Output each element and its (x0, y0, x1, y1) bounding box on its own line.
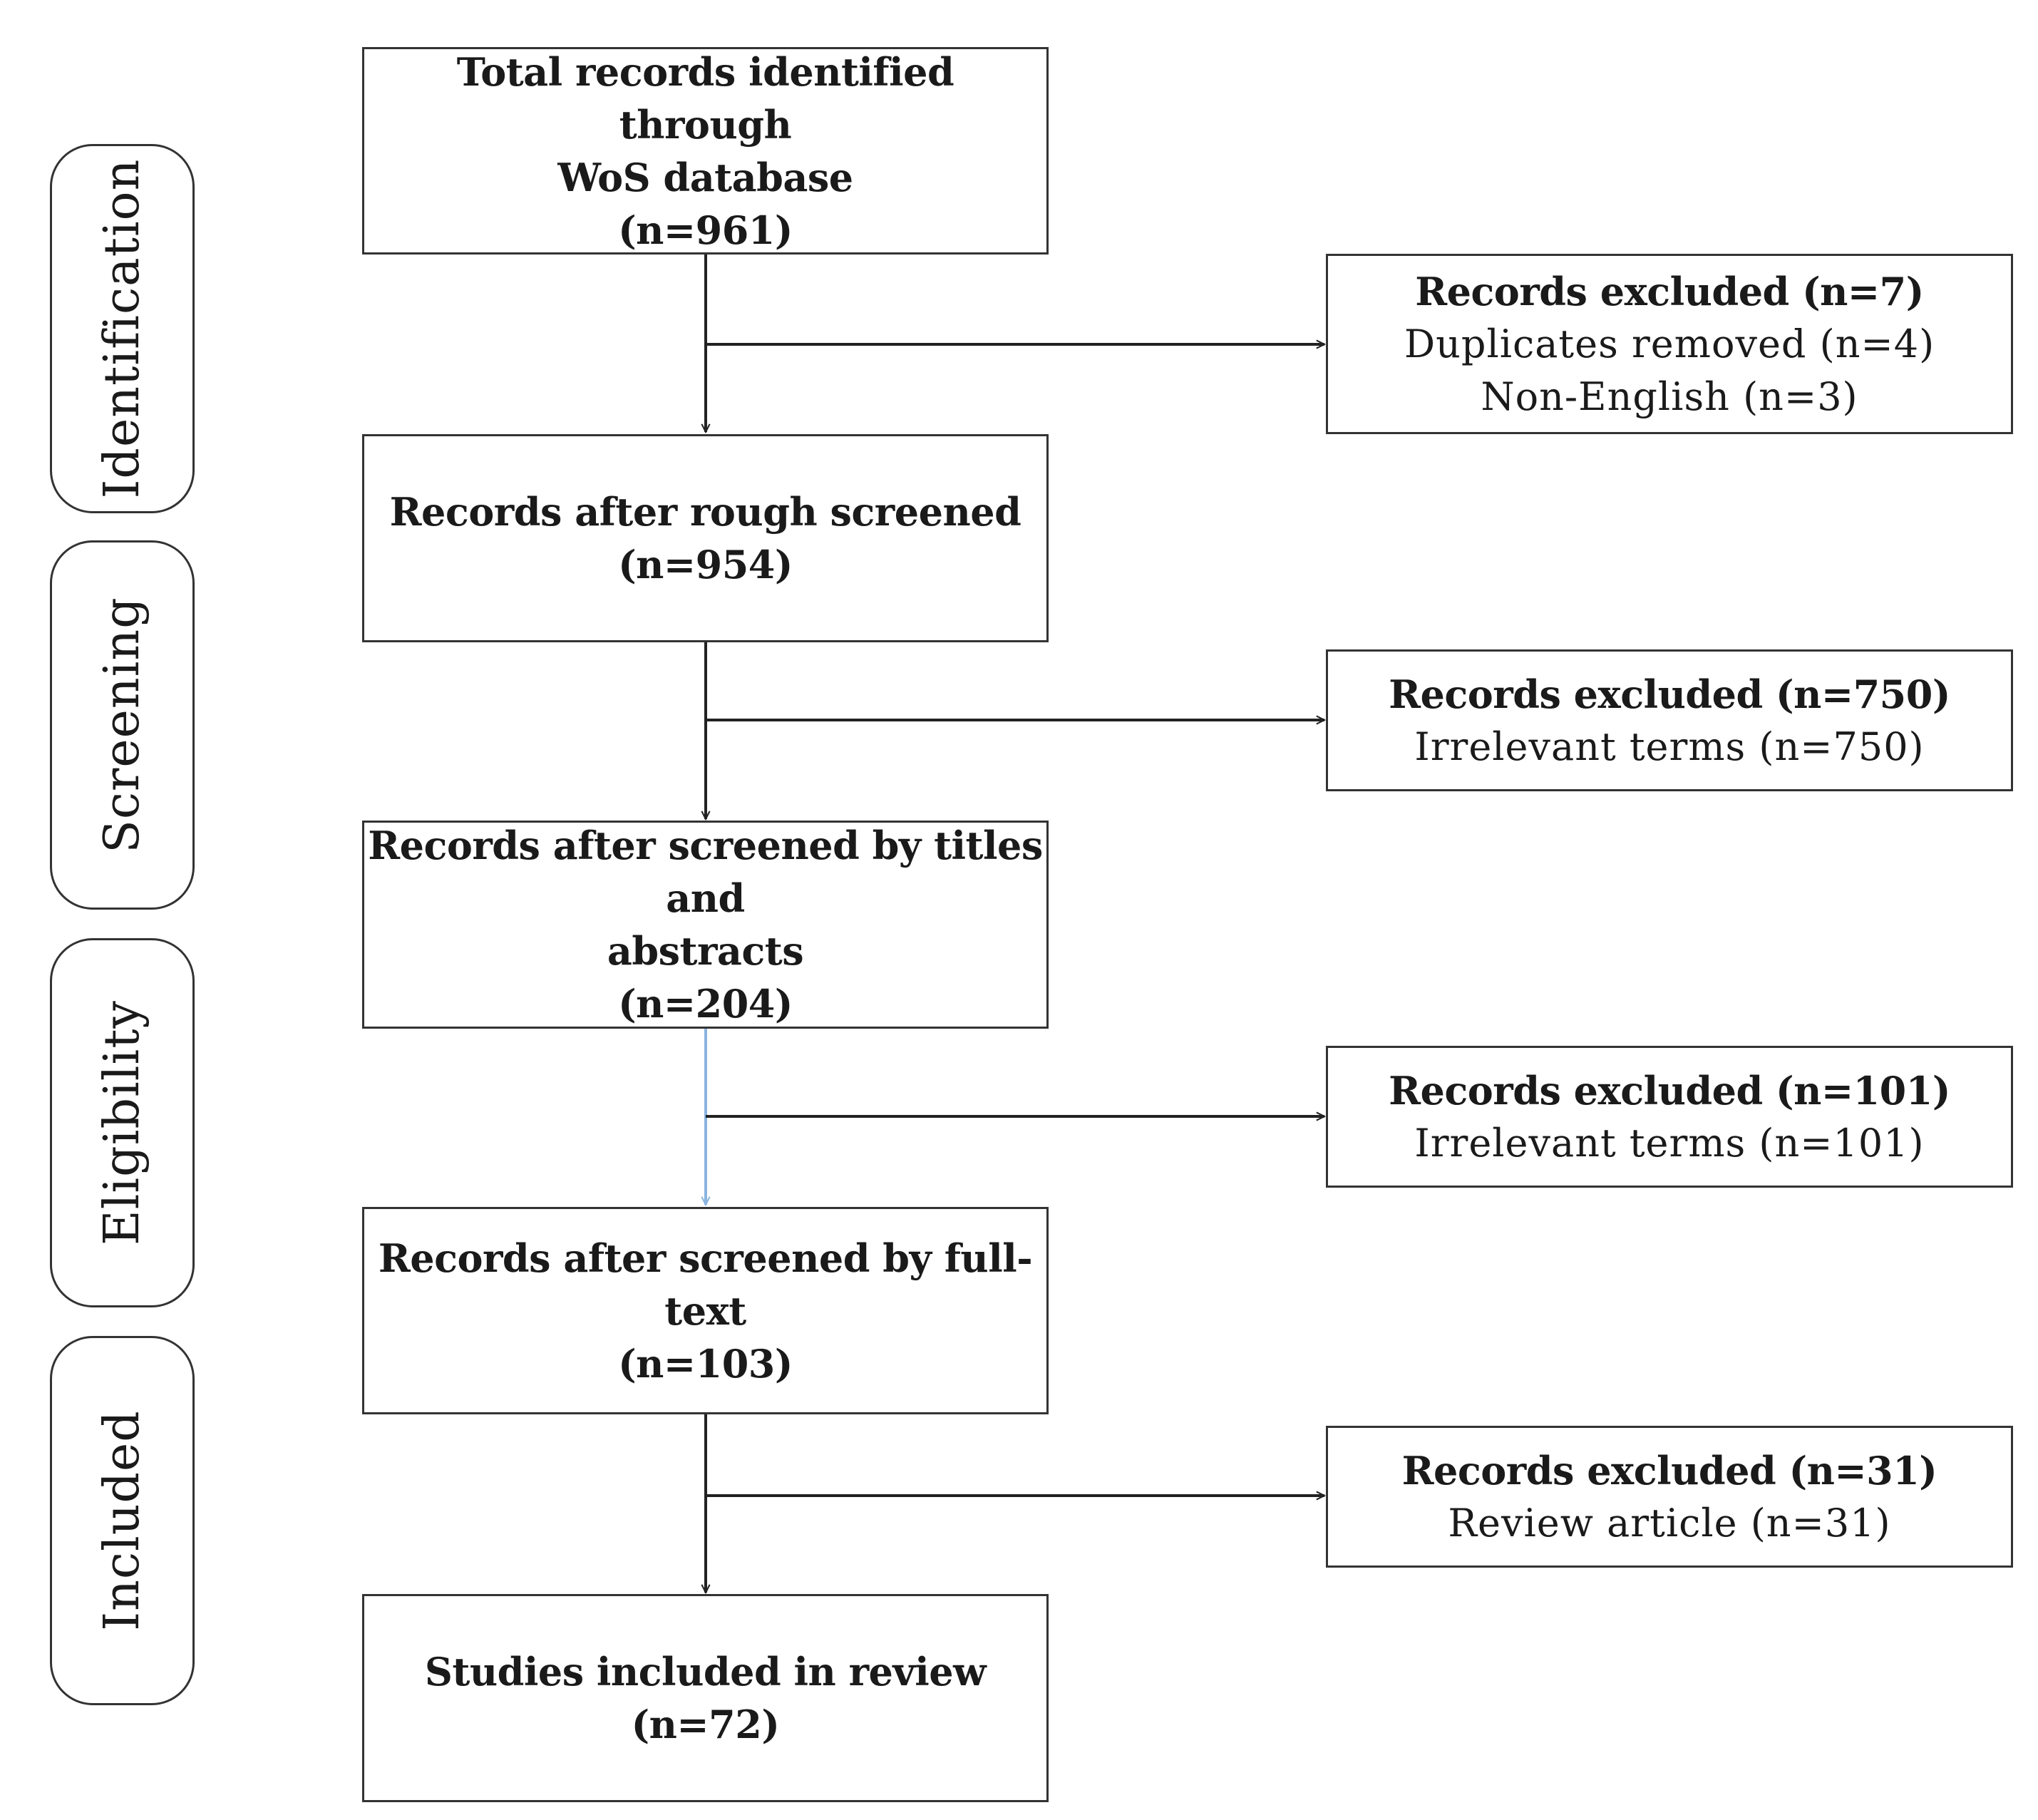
box-full-text: Records after screened by full-text (n=1… (362, 1207, 1049, 1414)
stage-eligibility-label: Eligibility (93, 1000, 150, 1245)
box-included-studies: Studies included in review (n=72) (362, 1594, 1049, 1802)
box-fulltext-line-1: Records after screened by full-text (378, 1235, 1033, 1334)
excl-1-item-non-english: Non-English (n=3) (1481, 374, 1858, 419)
excl-1-heading: Records excluded (n=7) (1415, 268, 1924, 314)
box-rough-screened: Records after rough screened (n=954) (362, 434, 1049, 642)
excl-2-item-irrelevant: Irrelevant terms (n=750) (1414, 724, 1925, 769)
box-excluded-screening: Records excluded (n=750) Irrelevant term… (1326, 649, 2013, 791)
excl-1-item-duplicates: Duplicates removed (n=4) (1404, 321, 1935, 366)
stage-identification: Identification (50, 144, 195, 513)
stage-screening-label: Screening (93, 597, 150, 853)
box-total-line-1: Total records identified through (456, 48, 954, 148)
box-titles-line-1: Records after screened by titles and (368, 823, 1043, 921)
excl-3-heading: Records excluded (n=101) (1389, 1067, 1950, 1114)
box-titles-count: (n=204) (618, 981, 793, 1027)
box-total-records: Total records identified through WoS dat… (362, 47, 1049, 255)
box-titles-abstracts: Records after screened by titles and abs… (362, 821, 1049, 1029)
box-included-line-1: Studies included in review (424, 1649, 987, 1695)
box-excluded-included: Records excluded (n=31) Review article (… (1326, 1426, 2013, 1568)
box-rough-line-1: Records after rough screened (389, 489, 1021, 535)
excl-3-item-irrelevant: Irrelevant terms (n=101) (1414, 1120, 1925, 1166)
stage-screening: Screening (50, 540, 195, 910)
excl-4-item-review: Review article (n=31) (1448, 1500, 1891, 1546)
box-fulltext-count: (n=103) (618, 1340, 793, 1387)
box-total-line-2: WoS database (557, 154, 853, 200)
stage-identification-label: Identification (93, 158, 150, 499)
box-titles-line-2: abstracts (607, 928, 804, 974)
excl-4-heading: Records excluded (n=31) (1401, 1447, 1937, 1493)
stage-included: Included (50, 1336, 195, 1705)
excl-2-heading: Records excluded (n=750) (1389, 671, 1950, 717)
box-total-count: (n=961) (618, 207, 793, 253)
box-excluded-eligibility: Records excluded (n=101) Irrelevant term… (1326, 1046, 2013, 1188)
box-rough-count: (n=954) (618, 542, 793, 587)
stage-included-label: Included (93, 1410, 150, 1631)
box-included-count: (n=72) (631, 1702, 780, 1747)
stage-eligibility: Eligibility (50, 938, 195, 1307)
box-excluded-identification: Records excluded (n=7) Duplicates remove… (1326, 254, 2013, 434)
